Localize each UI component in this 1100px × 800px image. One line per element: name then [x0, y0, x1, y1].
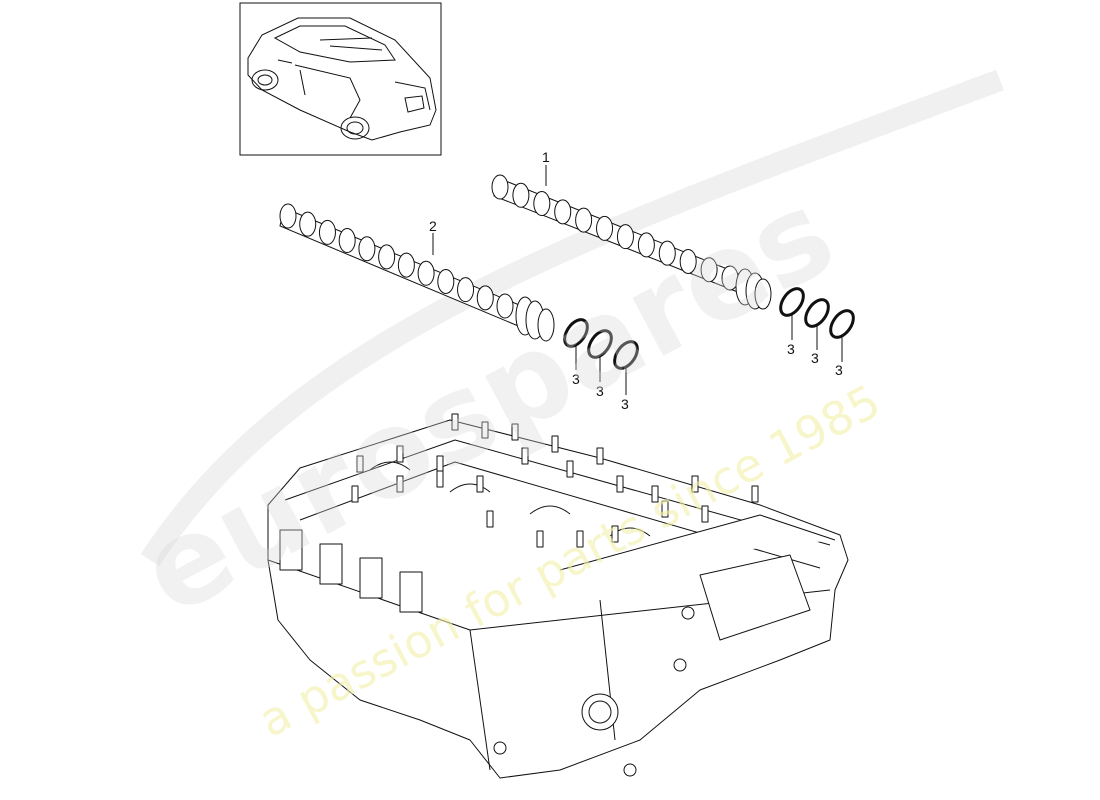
camshaft-lobe: [437, 268, 455, 294]
camshaft-lobe: [417, 260, 435, 286]
camshaft-lobe: [378, 244, 396, 270]
callout-3: 3: [811, 350, 819, 366]
camshaft-lobe: [496, 293, 514, 319]
vehicle-thumbnail: [239, 2, 442, 156]
head-stud: [396, 445, 404, 463]
cylinder-head: [267, 413, 849, 779]
head-stud: [481, 421, 489, 439]
camshaft-lobe: [616, 224, 634, 250]
leader-lines: [432, 165, 843, 395]
bearing-saddle: [449, 483, 491, 493]
callout-2: 2: [429, 218, 437, 234]
head-stud: [661, 500, 669, 518]
camshaft-lobe: [596, 215, 614, 241]
camshaft-lobe: [658, 240, 676, 266]
callout-3: 3: [596, 383, 604, 399]
callout-3: 3: [572, 371, 580, 387]
camshaft-lobe: [491, 174, 509, 200]
head-stud: [576, 530, 584, 548]
intake-port: [359, 557, 383, 599]
head-stud: [566, 460, 574, 478]
head-stud: [356, 455, 364, 473]
camshaft-lobe: [299, 211, 317, 237]
intake-port: [279, 529, 303, 571]
camshaft-lobe: [476, 285, 494, 311]
head-stud: [701, 505, 709, 523]
bearing-saddle: [529, 505, 571, 515]
callout-3: 3: [787, 341, 795, 357]
bearing-saddle: [369, 461, 411, 471]
head-stud: [521, 447, 529, 465]
head-stud: [611, 525, 619, 543]
camshaft-lobe: [338, 228, 356, 254]
head-stud: [351, 485, 359, 503]
camshaft-lobe: [700, 257, 718, 283]
head-stud: [436, 455, 444, 473]
head-stud: [691, 475, 699, 493]
head-stud: [616, 475, 624, 493]
camshaft-lobe: [533, 191, 551, 217]
intake-port: [399, 571, 423, 613]
camshaft-lobe: [575, 207, 593, 233]
camshaft-lobe: [512, 182, 530, 208]
camshaft-lobe: [397, 252, 415, 278]
camshaft-lobe: [554, 199, 572, 225]
head-stud: [451, 413, 459, 431]
car-icon: [247, 17, 437, 141]
camshaft-lobe: [318, 219, 336, 245]
head-stud: [651, 485, 659, 503]
camshaft-2: [279, 203, 555, 342]
camshaft-lobe: [637, 232, 655, 258]
camshaft-1: [491, 174, 772, 310]
head-stud: [436, 470, 444, 488]
head-stud: [476, 475, 484, 493]
head-stud: [511, 423, 519, 441]
camshaft-lobe: [358, 236, 376, 262]
head-stud: [596, 447, 604, 465]
head-stud: [551, 435, 559, 453]
head-stud: [486, 510, 494, 528]
callout-1: 1: [542, 149, 550, 165]
callout-3: 3: [835, 362, 843, 378]
callout-3: 3: [621, 396, 629, 412]
seal-rings: [563, 287, 855, 370]
camshaft-lobe: [279, 203, 297, 229]
intake-port: [319, 543, 343, 585]
head-stud: [396, 475, 404, 493]
head-stud: [751, 485, 759, 503]
head-stud: [536, 530, 544, 548]
camshaft-lobe: [457, 277, 475, 303]
camshaft-lobe: [679, 248, 697, 274]
